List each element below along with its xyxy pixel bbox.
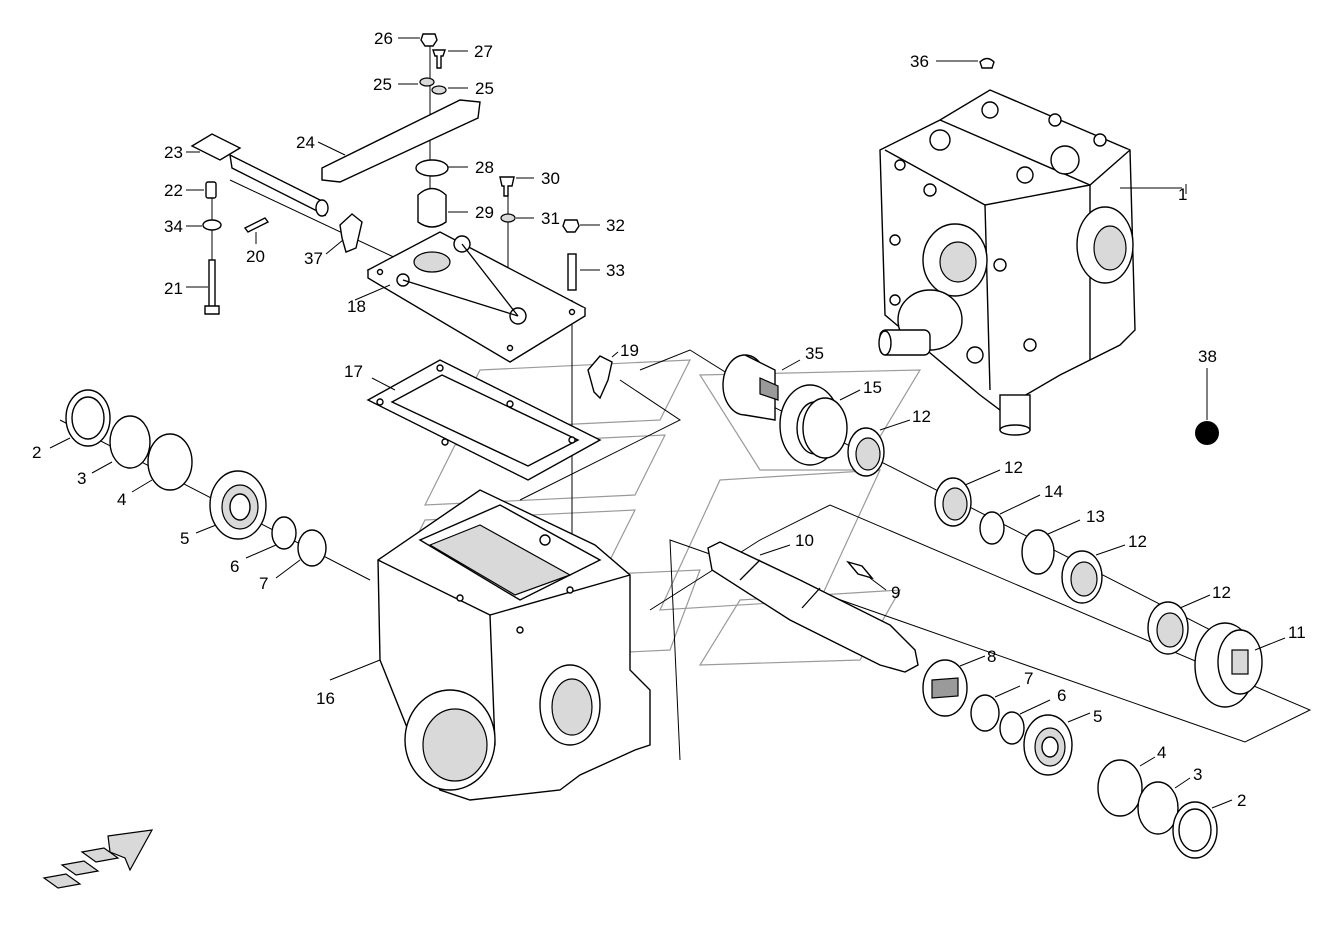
label-20: 20 <box>246 247 265 266</box>
label-3: 3 <box>1193 765 1202 784</box>
label-11: 11 <box>1288 623 1306 642</box>
part-32-nut <box>562 219 580 233</box>
label-29: 29 <box>475 203 494 222</box>
left-bearing-stack <box>65 389 327 567</box>
part-34-washer <box>202 219 222 231</box>
label-12: 12 <box>1004 458 1023 477</box>
part-30-bolt <box>499 176 515 197</box>
label-2: 2 <box>32 443 41 462</box>
part-12-seal-d <box>1147 601 1189 655</box>
label-9: 9 <box>891 583 900 602</box>
label-36: 36 <box>910 52 929 71</box>
part-25-washer-a <box>419 77 435 87</box>
label-2: 2 <box>1237 791 1246 810</box>
label-10: 10 <box>795 531 814 550</box>
part-10-shaft <box>707 541 919 673</box>
label-12: 12 <box>1212 583 1231 602</box>
label-3: 3 <box>77 469 86 488</box>
part-16-housing <box>377 489 651 801</box>
part-6-ring-right <box>999 711 1025 745</box>
label-38: 38 <box>1198 347 1217 366</box>
label-27: 27 <box>474 42 493 61</box>
part-26-nut <box>420 33 438 47</box>
part-14-ring <box>979 511 1005 545</box>
label-23: 23 <box>164 143 183 162</box>
part-29-cylinder <box>417 187 447 228</box>
label-18: 18 <box>347 297 366 316</box>
label-7: 7 <box>1024 669 1033 688</box>
label-28: 28 <box>475 158 494 177</box>
part-38-dot <box>1195 421 1219 445</box>
part-25-washer-b <box>431 85 447 95</box>
part-18-cover-plate <box>366 231 587 363</box>
part-36-plug <box>979 57 995 69</box>
part-9-key <box>846 560 874 580</box>
label-33: 33 <box>606 261 625 280</box>
part-21-bolt <box>204 259 220 315</box>
part-5-bearing-right <box>1023 714 1073 776</box>
label-30: 30 <box>541 169 560 188</box>
part-35-coupling <box>722 354 779 421</box>
part-23-shift-shaft <box>190 133 329 217</box>
part-19-fork <box>587 355 613 400</box>
label-6: 6 <box>230 557 239 576</box>
label-31: 31 <box>541 209 560 228</box>
part-4-ring-left <box>147 433 193 491</box>
label-21: 21 <box>164 279 183 298</box>
label-37: 37 <box>304 249 323 268</box>
part-8-coupling <box>922 659 968 717</box>
label-19: 19 <box>620 341 639 360</box>
part-1-gearbox-assembly <box>878 89 1136 436</box>
label-25: 25 <box>373 75 392 94</box>
part-12-seal-b <box>934 477 972 527</box>
part-33-stud <box>567 253 577 291</box>
label-24: 24 <box>296 133 315 152</box>
label-35: 35 <box>805 344 824 363</box>
label-12: 12 <box>912 407 931 426</box>
label-22: 22 <box>164 181 183 200</box>
part-20-pin <box>243 217 270 233</box>
part-3-circlip-left <box>109 415 151 469</box>
label-5: 5 <box>1093 707 1102 726</box>
part-12-seal-c <box>1061 550 1103 604</box>
label-16: 16 <box>316 689 335 708</box>
label-17: 17 <box>344 362 363 381</box>
small-hardware <box>415 33 580 291</box>
part-15-gear <box>779 384 848 466</box>
label-7: 7 <box>259 574 268 593</box>
part-7-spacer-right <box>970 694 1000 732</box>
part-3-circlip-right <box>1137 781 1179 835</box>
label-4: 4 <box>1157 743 1166 762</box>
label-8: 8 <box>987 647 996 666</box>
part-37-fork <box>339 213 363 253</box>
label-6: 6 <box>1057 686 1066 705</box>
part-4-ring-right <box>1097 759 1143 817</box>
label-34: 34 <box>164 217 183 236</box>
label-26: 26 <box>374 29 393 48</box>
label-14: 14 <box>1044 482 1063 501</box>
label-13: 13 <box>1086 507 1105 526</box>
part-2-seal-right <box>1172 801 1218 859</box>
part-12-seal-a <box>847 427 885 477</box>
label-4: 4 <box>117 490 126 509</box>
part-13-circlip <box>1021 529 1055 575</box>
label-32: 32 <box>606 216 625 235</box>
part-17-gasket <box>366 359 602 481</box>
part-22-bush <box>205 181 217 199</box>
label-1: 1 <box>1178 185 1187 204</box>
part-6-ring-left <box>271 516 297 550</box>
label-15: 15 <box>863 378 882 397</box>
part-28-oring <box>415 159 449 177</box>
label-5: 5 <box>180 529 189 548</box>
part-11-bevel-gear <box>1194 622 1263 708</box>
label-12: 12 <box>1128 532 1147 551</box>
callout-labels: 1 2 2 3 3 4 4 5 5 6 6 7 7 8 9 10 11 12 1… <box>32 29 1306 810</box>
part-27-bolt <box>432 49 446 69</box>
label-25: 25 <box>475 79 494 98</box>
direction-arrow-icon <box>42 829 154 889</box>
part-7-spacer-left <box>297 529 327 567</box>
part-31-washer <box>500 213 516 223</box>
part-24-lever-plate <box>321 99 481 183</box>
